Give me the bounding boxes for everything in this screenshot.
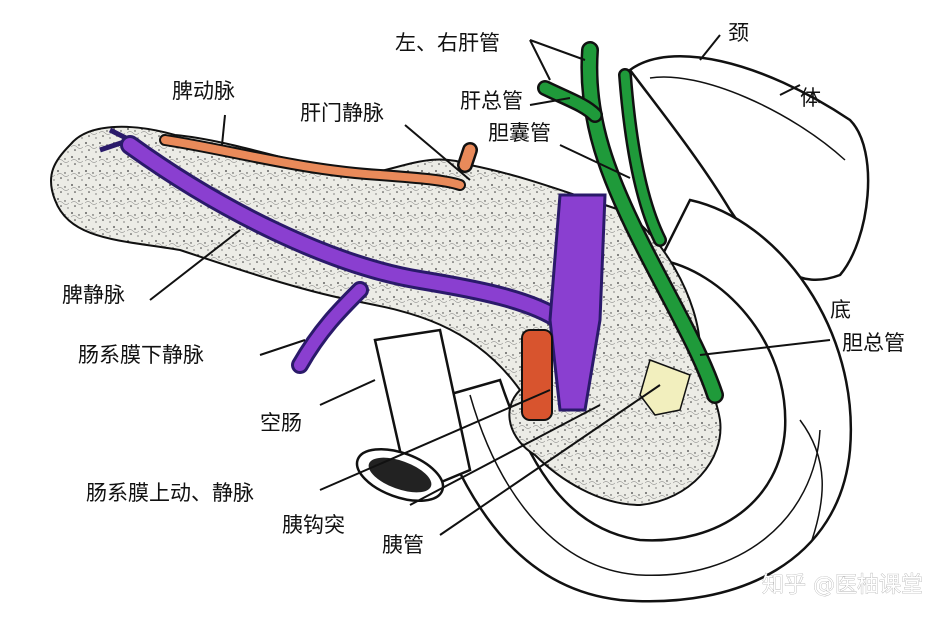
jejunum	[355, 328, 472, 503]
label-fundus: 底	[830, 298, 851, 322]
label-splenic-vein: 脾静脉	[62, 283, 125, 307]
superior-mesenteric-artery	[521, 329, 553, 421]
splenic-and-portal-vein	[99, 127, 607, 412]
label-pancreatic-duct: 胰管	[382, 533, 424, 557]
label-neck: 颈	[728, 21, 749, 45]
label-common-bile-duct: 胆总管	[842, 331, 905, 355]
pancreatic-duct	[639, 359, 691, 416]
label-hepatic-ducts: 左、右肝管	[395, 31, 500, 55]
label-cystic-duct: 胆囊管	[488, 121, 551, 145]
label-hepatic-portal-vein: 肝门静脉	[300, 101, 384, 125]
label-body: 体	[800, 86, 821, 110]
label-splenic-artery: 脾动脉	[172, 79, 235, 103]
gallbladder	[628, 34, 870, 281]
label-superior-mesenteric-vessels: 肠系膜上动、静脉	[86, 481, 254, 505]
label-uncinate-process: 胰钩突	[282, 513, 345, 537]
labels: 左、右肝管 颈 体 肝总管 脾动脉 肝门静脉 胆囊管 脾静脉 底 胆总管 肠系膜…	[62, 21, 905, 557]
label-inferior-mesenteric-vein: 肠系膜下静脉	[78, 343, 204, 367]
splenic-artery	[159, 134, 478, 191]
label-common-hepatic-duct: 肝总管	[460, 89, 523, 113]
bile-ducts	[537, 41, 724, 404]
leader-lines	[149, 39, 831, 536]
watermark: 知乎 @医柚课堂	[762, 573, 923, 598]
label-jejunum: 空肠	[260, 411, 302, 435]
